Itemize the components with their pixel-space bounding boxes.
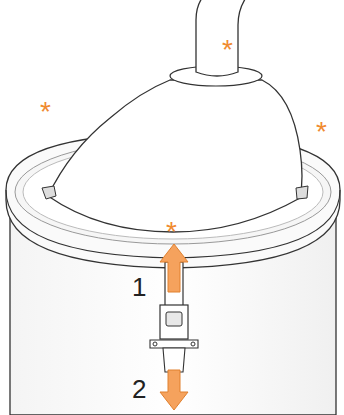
hose-pipe — [196, 0, 252, 76]
callout-number: 2 — [132, 376, 146, 402]
screw-hole — [153, 342, 157, 346]
screw-hole — [191, 342, 195, 346]
callout-number: 1 — [132, 274, 146, 300]
latch-bracket — [150, 340, 198, 348]
asterisk-mark: * — [40, 98, 51, 126]
down-arrow — [160, 370, 188, 410]
latch-body — [160, 305, 188, 339]
cone-lid — [48, 80, 302, 232]
lid-clip — [42, 186, 56, 199]
asterisk-mark: * — [222, 36, 233, 64]
lid-clip — [296, 186, 308, 199]
asterisk-mark: * — [166, 218, 177, 246]
latch-hinge — [166, 312, 182, 326]
latch-lever — [163, 348, 185, 372]
up-arrow — [160, 244, 188, 292]
asterisk-mark: * — [316, 118, 327, 146]
